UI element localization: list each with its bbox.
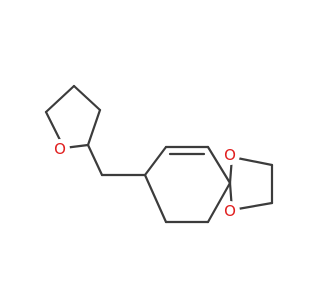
bond	[44, 84, 76, 114]
bond	[206, 145, 232, 185]
bond	[86, 108, 102, 147]
atom-oxygen-thf: O	[50, 139, 70, 159]
atom-oxygen-dioxolane-top: O	[220, 145, 240, 165]
thf-ring	[44, 84, 102, 150]
oxygen-label: O	[54, 140, 66, 158]
oxygen-label: O	[224, 146, 236, 164]
bond	[206, 181, 232, 224]
atom-oxygen-dioxolane-bottom: O	[220, 201, 240, 221]
bond	[86, 143, 104, 177]
dioxolane-ring	[228, 155, 274, 212]
methylene-linker	[86, 143, 147, 177]
cyclohexene-ring	[143, 145, 232, 224]
molecule-diagram: O O O	[44, 84, 274, 224]
bond	[143, 145, 168, 177]
bond	[143, 173, 168, 224]
oxygen-label: O	[224, 202, 236, 220]
bond	[72, 84, 102, 112]
